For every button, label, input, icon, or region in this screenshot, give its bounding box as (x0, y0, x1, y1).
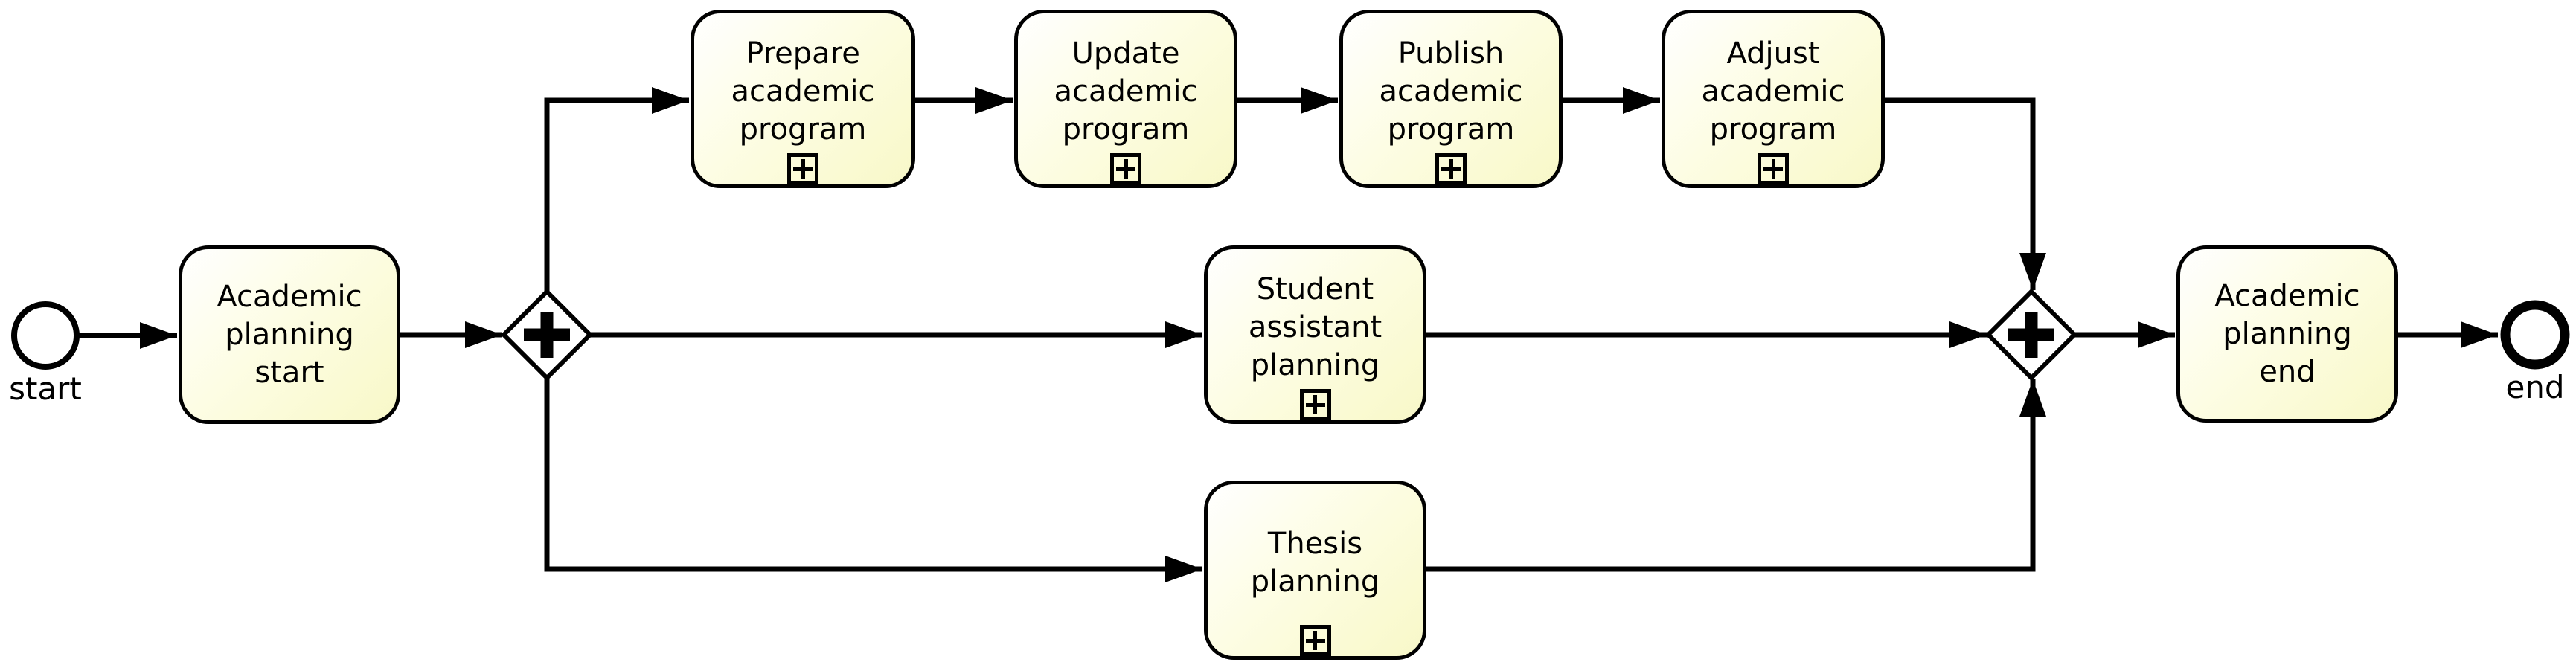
flow-split-gateway-to-thesis (544, 376, 1202, 582)
task-label: Student assistant planning (1248, 272, 1382, 382)
subprocess-marker-icon[interactable] (1758, 153, 1789, 184)
task-label: Academic planning start (217, 279, 362, 390)
parallel-gateway-split[interactable] (500, 288, 594, 382)
parallel-plus-icon (2008, 312, 2054, 358)
subprocess-prepare-academic-program[interactable]: Prepare academic program (691, 10, 915, 188)
subprocess-student-assistant-planning[interactable]: Student assistant planning (1204, 245, 1426, 424)
task-label: Update academic program (1054, 36, 1198, 147)
end-event[interactable] (2500, 300, 2570, 370)
end-event-label: end (2505, 369, 2565, 405)
task-label: Academic planning end (2214, 278, 2360, 389)
task-label: Prepare academic program (731, 36, 875, 147)
subprocess-marker-icon[interactable] (1299, 625, 1331, 656)
subprocess-publish-academic-program[interactable]: Publish academic program (1339, 10, 1563, 188)
flow-adjust-to-join-gateway (1885, 97, 2046, 290)
subprocess-marker-icon[interactable] (1435, 153, 1467, 184)
start-event-label: start (9, 370, 82, 407)
flow-split-gateway-to-prepare (544, 87, 689, 293)
subprocess-update-academic-program[interactable]: Update academic program (1014, 10, 1237, 188)
start-event[interactable] (11, 301, 80, 370)
subprocess-thesis-planning[interactable]: Thesis planning (1204, 481, 1426, 660)
parallel-plus-icon (524, 312, 570, 358)
subprocess-adjust-academic-program[interactable]: Adjust academic program (1662, 10, 1885, 188)
subprocess-marker-icon[interactable] (1110, 153, 1141, 184)
task-academic-planning-end[interactable]: Academic planning end (2176, 245, 2398, 423)
task-academic-planning-start[interactable]: Academic planning start (179, 245, 400, 424)
subprocess-marker-icon[interactable] (1299, 389, 1331, 420)
flow-thesis-to-join-gateway (1426, 379, 2046, 572)
subprocess-marker-icon[interactable] (787, 153, 818, 184)
parallel-gateway-join[interactable] (1984, 288, 2078, 382)
task-label: Adjust academic program (1701, 36, 1845, 147)
task-label: Publish academic program (1379, 36, 1523, 147)
task-label: Thesis planning (1250, 526, 1380, 599)
